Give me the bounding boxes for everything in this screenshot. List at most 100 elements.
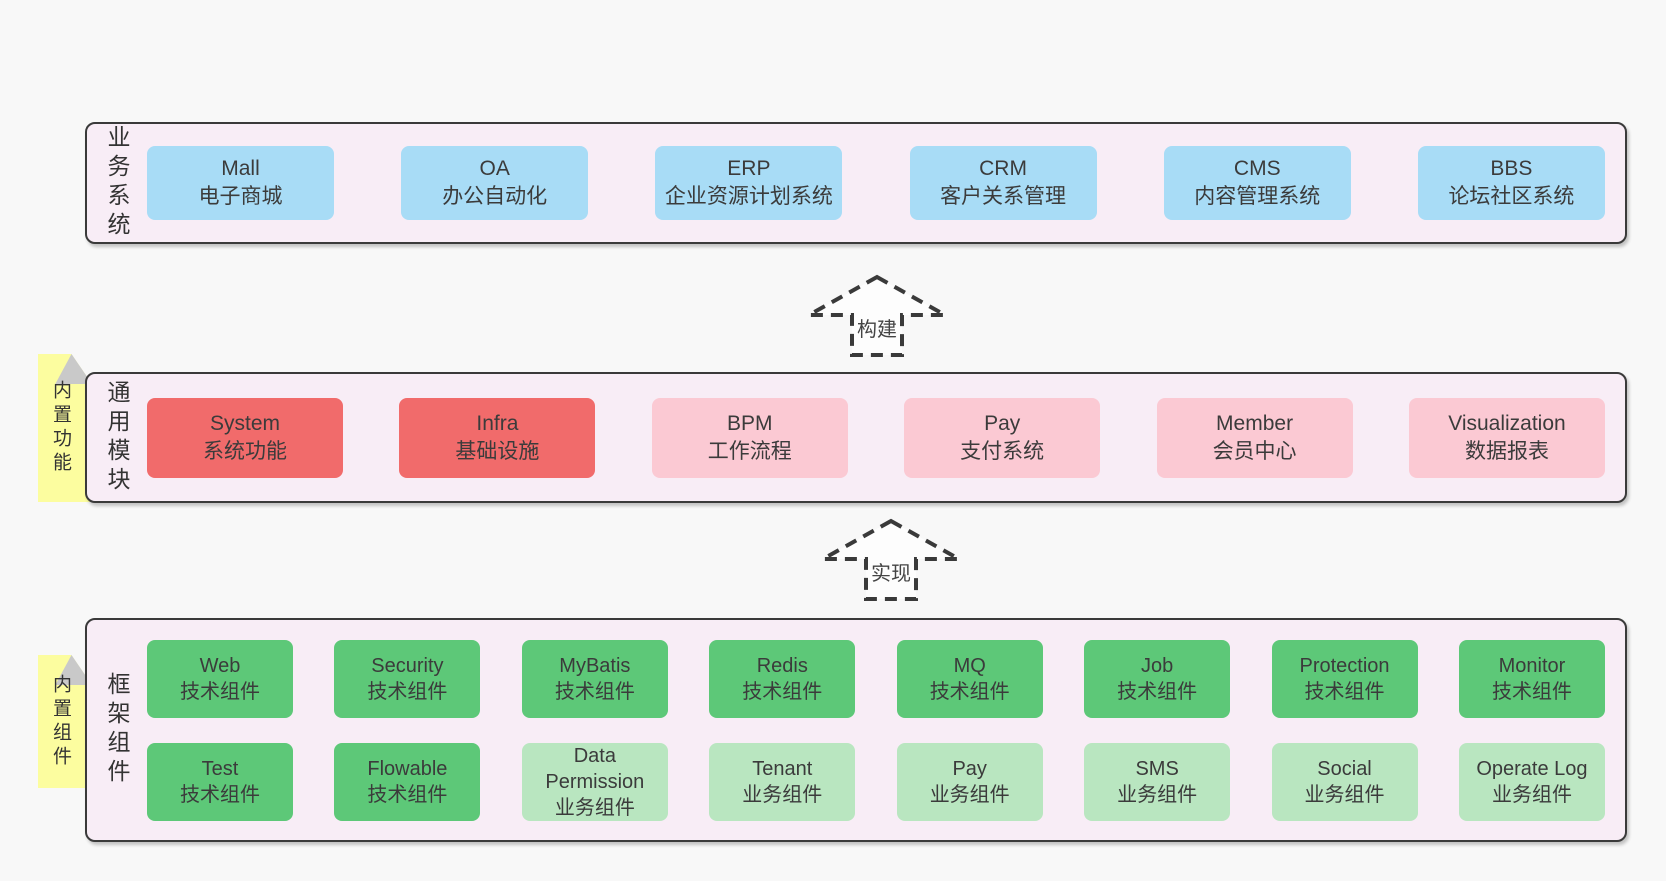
box-sms: SMS 业务组件 (1084, 742, 1231, 821)
box-security: Security 技术组件 (334, 639, 481, 718)
box-name: ERP (727, 157, 771, 181)
box-desc: 数据报表 (1464, 439, 1549, 463)
box-name: Operate Log (1476, 757, 1588, 780)
box-oa: OA 办公自动化 (401, 146, 589, 220)
box-name: Pay (952, 757, 987, 780)
arrow-label: 实现 (868, 556, 914, 587)
box-infra: Infra 基础设施 (399, 397, 596, 478)
box-social: Social 业务组件 (1271, 742, 1418, 821)
box-desc: 企业资源计划系统 (664, 185, 833, 208)
box-desc: 电子商城 (198, 185, 283, 208)
box-desc: 会员中心 (1212, 439, 1297, 463)
band-label: 框架组件 (104, 672, 130, 788)
box-pay: Pay 支付系统 (904, 397, 1101, 478)
box-desc: 论坛社区系统 (1448, 185, 1575, 208)
band-content: Web 技术组件 Security 技术组件 MyBatis 技术组件 Redi… (147, 639, 1605, 821)
box-name: Web (199, 654, 241, 677)
box-name: Infra (476, 411, 519, 435)
band-content: Mall 电子商城 OA 办公自动化 ERP 企业资源计划系统 CRM 客户关系… (147, 146, 1605, 220)
box-name: MQ (953, 654, 986, 677)
box-desc: 业务组件 (554, 796, 635, 819)
box-pay-biz: Pay 业务组件 (896, 742, 1043, 821)
box-tenant: Tenant 业务组件 (709, 742, 856, 821)
box-web: Web 技术组件 (147, 639, 293, 718)
box-erp: ERP 企业资源计划系统 (655, 146, 843, 220)
box-name: Flowable (367, 757, 448, 780)
box-name: Test (201, 757, 239, 780)
box-system: System 系统功能 (147, 397, 343, 478)
framework-row-1: Web 技术组件 Security 技术组件 MyBatis 技术组件 Redi… (147, 639, 1605, 718)
box-desc: 业务组件 (929, 783, 1010, 806)
box-desc: 业务组件 (1491, 783, 1572, 806)
box-name: Job (1140, 654, 1174, 677)
box-job: Job 技术组件 (1084, 639, 1231, 718)
box-desc: 技术组件 (180, 680, 260, 703)
box-test: Test 技术组件 (147, 742, 293, 821)
box-desc: 技术组件 (367, 783, 448, 806)
arrow-label: 构建 (854, 312, 900, 343)
band-business-systems: 业务系统 Mall 电子商城 OA 办公自动化 ERP 企业资源计划系统 CRM… (85, 122, 1627, 244)
box-name: CMS (1233, 157, 1281, 181)
sticky-label: 内置组件 (50, 673, 71, 770)
box-desc: 技术组件 (180, 783, 260, 806)
framework-row-2: Test 技术组件 Flowable 技术组件 Data Permission … (147, 742, 1605, 821)
box-desc: 系统功能 (203, 439, 287, 463)
box-bpm: BPM 工作流程 (651, 397, 848, 478)
box-desc: 技术组件 (367, 680, 448, 703)
box-desc: 业务组件 (742, 783, 823, 806)
box-name: CRM (979, 157, 1027, 181)
box-name: Redis (756, 654, 808, 677)
box-desc: 客户关系管理 (940, 185, 1067, 208)
box-desc: 基础设施 (455, 439, 540, 463)
box-crm: CRM 客户关系管理 (909, 146, 1097, 220)
box-name: Member (1216, 411, 1294, 435)
box-member: Member 会员中心 (1156, 397, 1353, 478)
box-desc: 技术组件 (1304, 680, 1385, 703)
box-visualization: Visualization 数据报表 (1408, 397, 1605, 478)
box-name: SMS (1135, 757, 1179, 780)
box-name: MyBatis (559, 654, 631, 677)
box-mq: MQ 技术组件 (896, 639, 1043, 718)
arrow-build: 构建 (806, 274, 948, 358)
band-common-modules: 通用模块 System 系统功能 Infra 基础设施 BPM 工作流程 Pay… (85, 372, 1627, 503)
box-protection: Protection 技术组件 (1271, 639, 1418, 718)
box-name: Security (371, 654, 444, 677)
box-name: BBS (1490, 157, 1533, 181)
box-name: OA (479, 157, 510, 181)
box-desc: 技术组件 (1491, 680, 1572, 703)
band-label: 通用模块 (104, 379, 130, 496)
box-name: Protection (1299, 654, 1390, 677)
box-name: Visualization (1448, 411, 1566, 435)
box-operate-log: Operate Log 业务组件 (1458, 742, 1605, 821)
box-redis: Redis 技术组件 (709, 639, 856, 718)
sticky-builtin-features: 内置功能 (38, 354, 92, 502)
box-flowable: Flowable 技术组件 (334, 742, 481, 821)
sticky-builtin-components: 内置组件 (38, 655, 92, 788)
box-name: Data Permission (545, 744, 645, 793)
box-cms: CMS 内容管理系统 (1163, 146, 1351, 220)
box-name: Pay (984, 411, 1021, 435)
box-desc: 技术组件 (742, 680, 823, 703)
box-name: BPM (727, 411, 773, 435)
box-desc: 技术组件 (929, 680, 1010, 703)
box-desc: 工作流程 (707, 439, 792, 463)
box-name: Monitor (1498, 654, 1566, 677)
band-content: System 系统功能 Infra 基础设施 BPM 工作流程 Pay 支付系统… (147, 397, 1605, 478)
band-framework-components: 框架组件 Web 技术组件 Security 技术组件 MyBatis 技术组件… (85, 618, 1627, 842)
box-desc: 技术组件 (1117, 680, 1198, 703)
box-desc: 内容管理系统 (1194, 185, 1321, 208)
box-desc: 办公自动化 (442, 185, 548, 208)
box-mybatis: MyBatis 技术组件 (521, 639, 668, 718)
box-data-permission: Data Permission 业务组件 (521, 742, 668, 821)
sticky-label: 内置功能 (50, 380, 71, 476)
arrow-implement: 实现 (820, 518, 962, 602)
box-desc: 技术组件 (554, 680, 635, 703)
box-desc: 业务组件 (1117, 783, 1198, 806)
box-name: System (209, 411, 280, 435)
box-name: Mall (221, 157, 260, 181)
box-desc: 业务组件 (1304, 783, 1385, 806)
box-name: Tenant (752, 757, 813, 780)
box-desc: 支付系统 (960, 439, 1045, 463)
band-label: 业务系统 (104, 125, 130, 241)
